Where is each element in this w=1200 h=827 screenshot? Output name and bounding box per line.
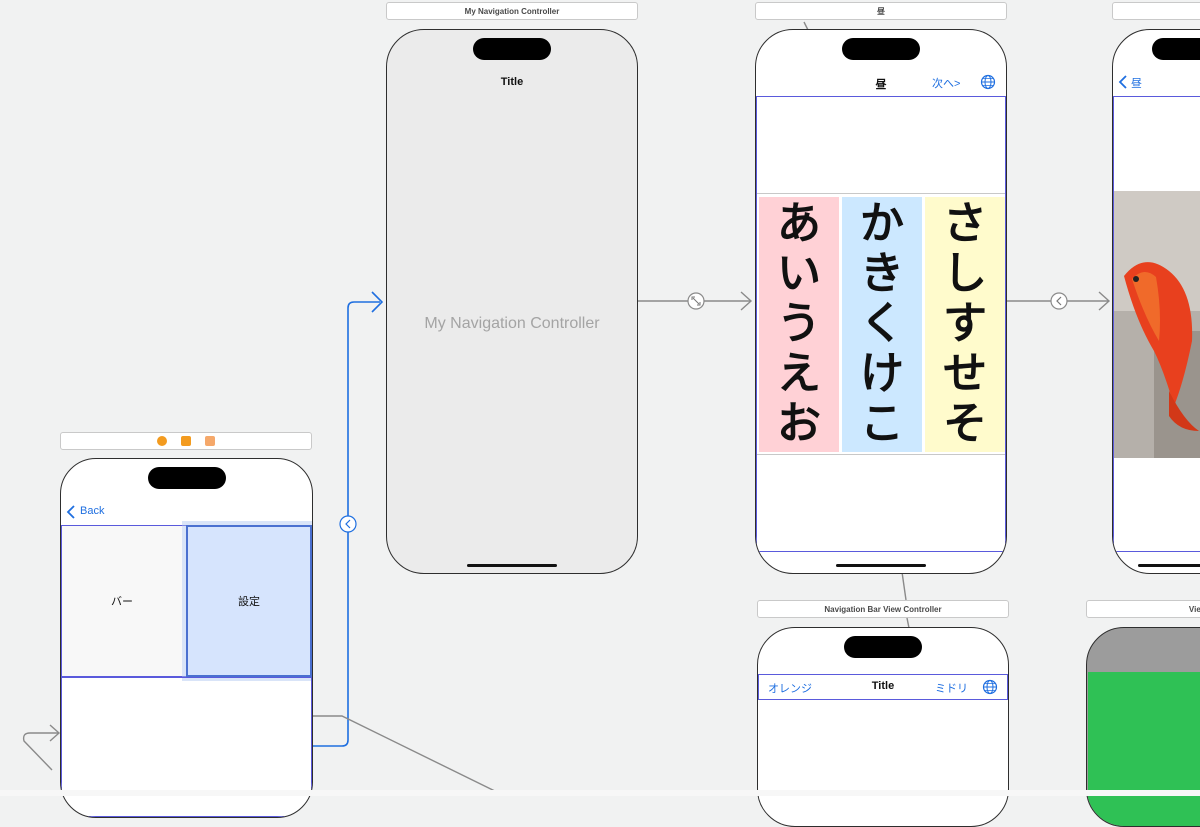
kana-column-a: あ い う え お [759,197,839,452]
kana-stack[interactable]: あ い う え お か き く け こ さ し す せ そ [759,197,1005,452]
segue-grey-arrowhead-2 [1098,291,1111,311]
entry-point-arrow [22,732,58,771]
kana-char: き [860,248,904,299]
first-responder-icon [181,436,191,446]
home-indicator [836,564,926,567]
nav-bar-outline [758,674,1008,700]
segue-grey-arrowhead-1 [740,291,753,311]
kana-char: い [777,248,821,299]
top-divider [757,193,1005,194]
back-chevron-icon [66,505,75,519]
canvas-bottom-strip [0,790,1200,796]
nav-bar-title: Title [871,680,895,692]
segue-lines [22,21,1111,796]
view-controller-icon [157,436,167,446]
scene-label-right[interactable] [1112,2,1200,20]
connection-line-diagonal [312,715,506,796]
kana-char: お [777,398,821,449]
scene-label-hiru[interactable]: 昼 [755,2,1007,20]
segue-blue-arrowhead [371,291,384,313]
kana-char: こ [860,398,904,449]
cell-settings[interactable]: 設定 [186,525,312,677]
connection-line-down-2 [906,617,910,629]
cell-bar[interactable]: バー [62,526,182,676]
nav-bar-vc-phone[interactable]: オレンジ Title ミドリ [757,627,1009,827]
far-right-phone[interactable] [1086,627,1200,827]
kana-char: さ [943,198,987,249]
lower-view-outline [61,677,312,817]
kana-char: け [860,348,904,399]
scene-label-nav-bar-vc[interactable]: Navigation Bar View Controller [757,600,1009,618]
orange-button[interactable]: オレンジ [768,683,812,695]
fish-photo [1114,191,1200,458]
segue-grey-badge-2 [1050,292,1068,310]
back-button[interactable]: Back [80,505,105,517]
dynamic-island [147,467,226,489]
green-content-view [1088,672,1200,826]
back-chevron-icon-2 [1056,296,1062,306]
scene-label-my-nav[interactable]: My Navigation Controller [386,2,638,20]
scene-label-far-right[interactable]: View [1086,600,1200,618]
entry-arrowhead [49,724,61,742]
back-chevron-icon [1118,75,1127,89]
dynamic-island [1152,38,1200,60]
kana-char: え [777,348,821,399]
exit-icon [205,436,215,446]
scene-dock-settings[interactable] [60,432,312,450]
back-chevron-icon [345,519,351,529]
kana-char: う [777,298,821,349]
kana-column-ka: か き く け こ [842,197,922,452]
green-button[interactable]: ミドリ [935,683,968,695]
kana-char: あ [777,198,821,249]
kana-char: す [943,298,987,349]
scene-label-far-right-text: View [1188,604,1200,614]
globe-icon[interactable] [982,679,998,695]
connection-line-top [803,21,809,31]
kana-char: く [860,298,904,349]
nav-title: Title [500,76,524,88]
kana-char: か [860,198,904,249]
back-button-hiru[interactable]: 昼 [1131,78,1142,90]
settings-scene-phone[interactable]: Back バー 設定 [60,458,313,818]
right-scene-phone[interactable]: 昼 [1112,29,1200,574]
kana-char: し [943,248,987,299]
controller-placeholder-text: My Navigation Controller [424,315,600,332]
segue-blue-badge [339,515,357,533]
content-view-outline [756,96,1006,552]
kana-char: そ [943,398,987,449]
dynamic-island [844,636,922,658]
connection-line-down [901,571,907,601]
cell-settings-label: 設定 [238,596,260,608]
dynamic-island [473,38,551,60]
bottom-divider [757,454,1005,455]
globe-icon[interactable] [980,74,996,90]
kana-column-sa: さ し す せ そ [925,197,1005,452]
relationship-icon [691,296,701,306]
cell-bar-label: バー [111,596,133,608]
dynamic-island [842,38,920,60]
my-nav-controller-phone[interactable]: Title My Navigation Controller [386,29,638,574]
home-indicator [467,564,557,567]
next-button[interactable]: 次へ> [932,78,961,90]
hiru-scene-phone[interactable]: 昼 次へ> あ い う え お か き く け こ さ し す せ そ [755,29,1007,574]
content-view-outline [1113,96,1200,552]
home-indicator [1138,564,1200,567]
kana-char: せ [943,348,987,399]
nav-title-hiru: 昼 [875,79,887,91]
